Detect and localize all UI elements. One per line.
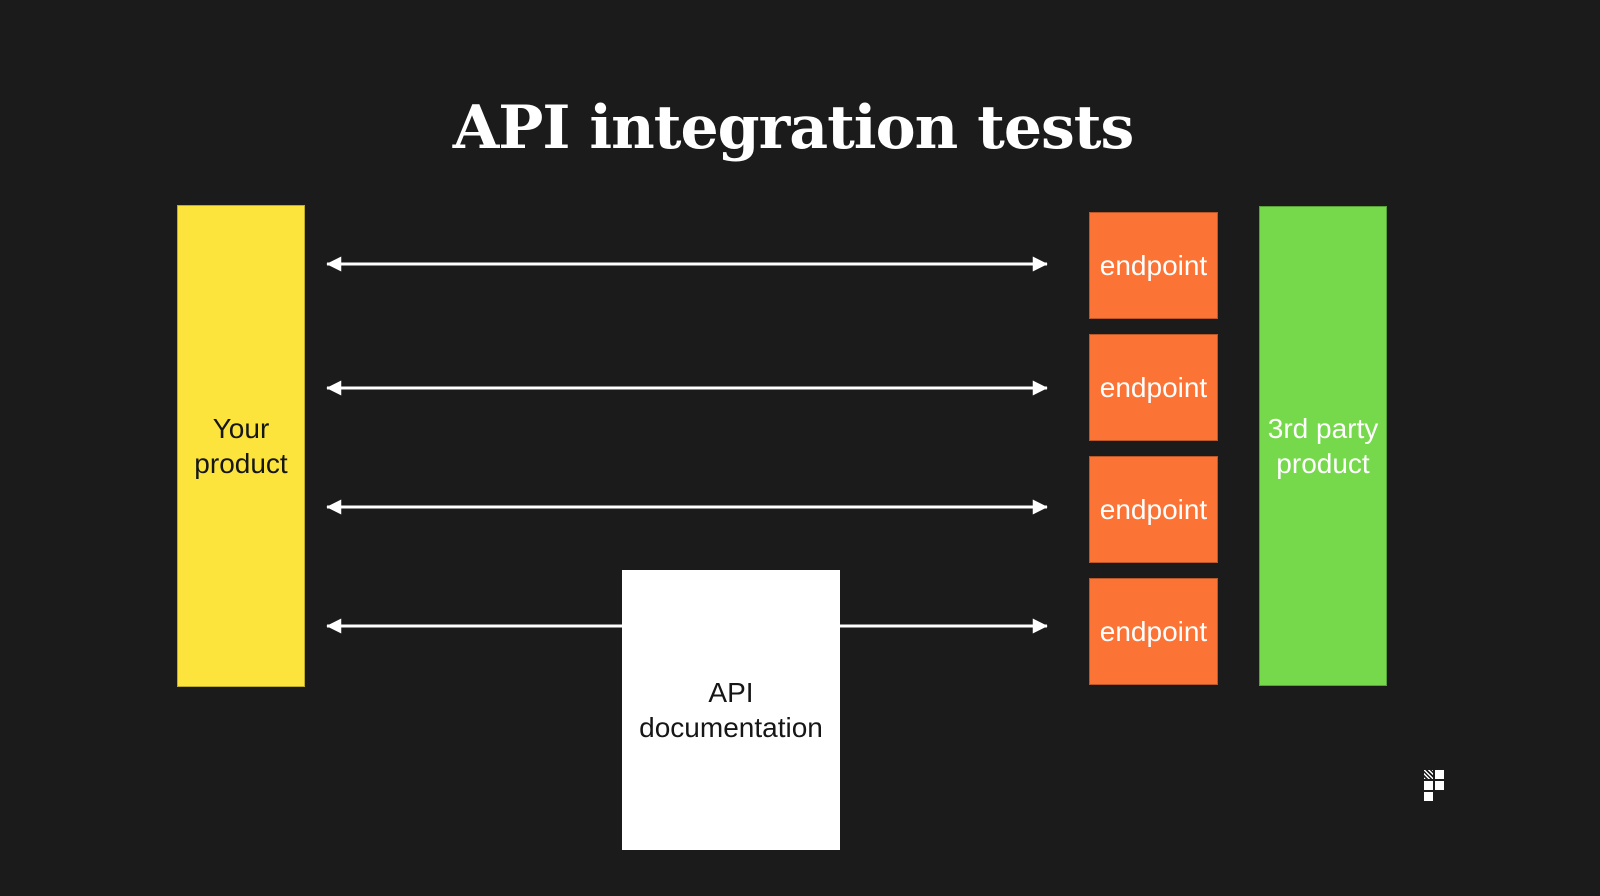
logo-cell-hatched xyxy=(1424,770,1433,779)
endpoint-node-4: endpoint xyxy=(1089,578,1218,685)
pixel-grid-logo-icon xyxy=(1424,770,1444,801)
api-documentation-node: API documentation xyxy=(622,570,840,850)
logo-cell xyxy=(1424,781,1433,790)
endpoint-node-2: endpoint xyxy=(1089,334,1218,441)
logo-cell xyxy=(1424,792,1433,801)
logo-cell xyxy=(1435,770,1444,779)
logo-cell xyxy=(1435,781,1444,790)
your-product-node: Your product xyxy=(177,205,305,687)
third-party-product-node: 3rd party product xyxy=(1259,206,1387,686)
endpoint-node-3: endpoint xyxy=(1089,456,1218,563)
endpoint-node-1: endpoint xyxy=(1089,212,1218,319)
logo-cell-empty xyxy=(1435,792,1444,801)
slide-title: API integration tests xyxy=(452,93,1135,163)
